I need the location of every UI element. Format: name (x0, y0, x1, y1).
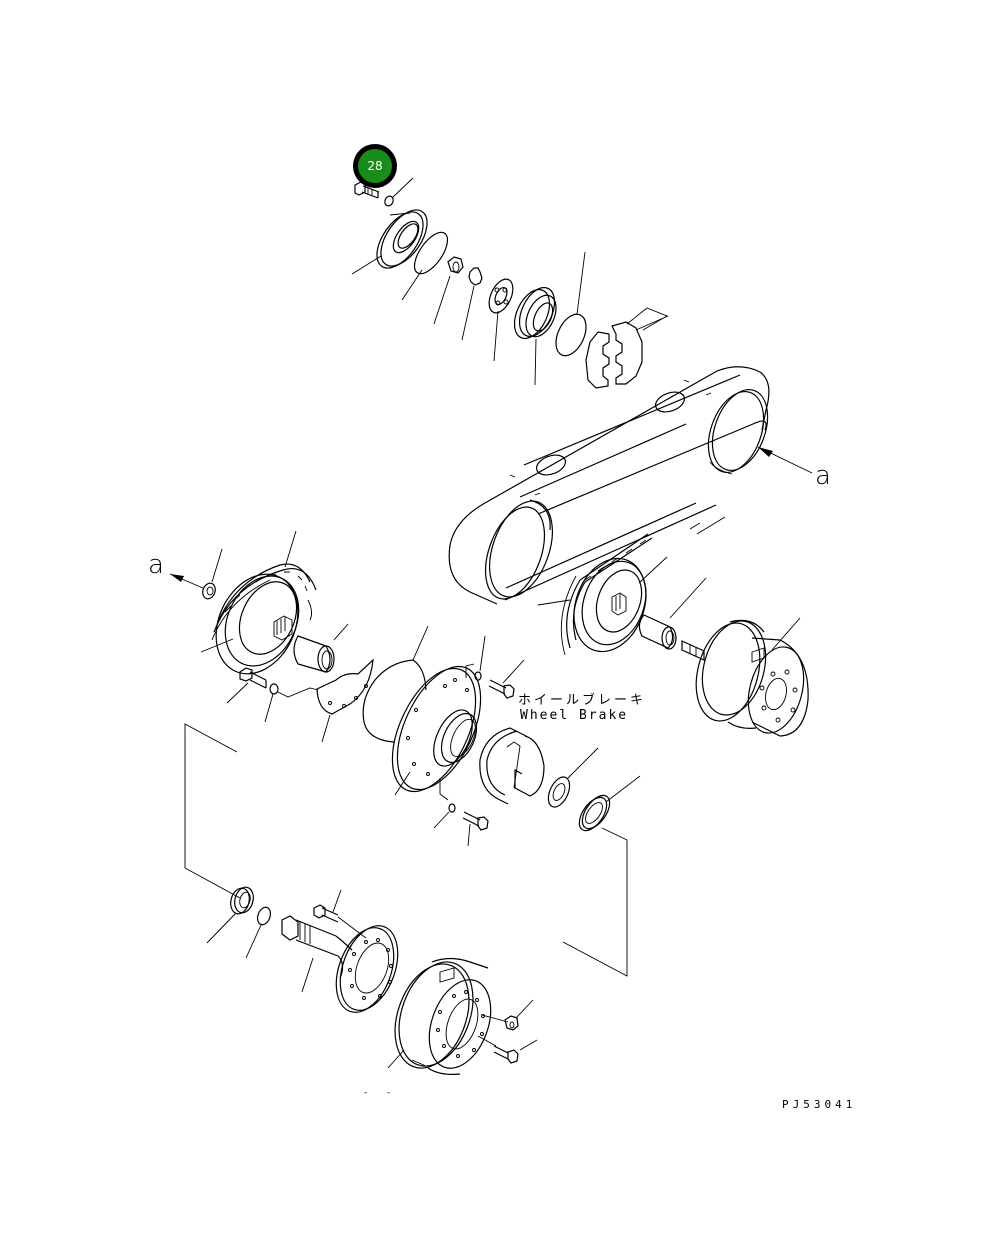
seal-lower-part[interactable] (207, 885, 256, 943)
bearing-cover-part[interactable] (352, 202, 436, 276)
axle-shaft-part[interactable] (282, 916, 408, 1020)
wheel-brake-label-jp: ホイールブレーキ (518, 693, 647, 708)
o-ring-part[interactable] (402, 227, 454, 300)
nut-lower-part[interactable] (505, 1000, 533, 1030)
seal-brake-part[interactable] (574, 776, 640, 835)
arrow-a-left (170, 574, 203, 588)
brake-drum-part[interactable] (382, 952, 508, 1079)
lock-washer-part[interactable] (462, 268, 482, 340)
o-ring-large-part[interactable] (550, 252, 592, 360)
bracket-left (185, 724, 240, 898)
bolt-drum-part[interactable] (494, 1040, 537, 1063)
sleeve-left-part[interactable] (294, 624, 348, 672)
sprocket-right-part[interactable] (562, 548, 667, 661)
washer-brake-lower-part[interactable] (434, 804, 455, 828)
bearing-brake-part[interactable] (544, 748, 598, 810)
bolt-left-part[interactable] (227, 668, 266, 703)
bolt-lower-part[interactable] (314, 890, 366, 938)
bolt-brake-lower-part[interactable] (463, 812, 488, 846)
bearing-cage-part[interactable] (507, 282, 562, 385)
wheel-brake-label-en: Wheel Brake (520, 708, 629, 723)
washer-brake-upper-part[interactable] (475, 636, 485, 680)
stray-marks: - - (363, 1088, 398, 1098)
hub-right-part[interactable] (682, 614, 813, 739)
chain-case-part[interactable] (449, 367, 778, 607)
washer-part[interactable] (383, 178, 413, 207)
o-ring-brake-part[interactable] (363, 626, 428, 742)
chain-left-part[interactable] (212, 531, 316, 640)
o-ring-lower-part[interactable] (246, 905, 273, 958)
brake-housing-part[interactable] (375, 654, 497, 804)
arrow-a-right (758, 447, 812, 473)
bearing-part[interactable] (484, 275, 517, 361)
drawing-code: PJ53041 (782, 1098, 857, 1111)
bracket-right (563, 828, 627, 976)
bolt-brake-upper-part[interactable] (489, 660, 524, 698)
brake-shoe-part[interactable] (480, 728, 544, 804)
sprocket-left-part[interactable] (201, 561, 314, 687)
reference-label-a-left: a (148, 550, 164, 580)
sleeve-right-part[interactable] (639, 578, 706, 649)
chain-right-part[interactable] (538, 534, 652, 655)
callout-badge-number: 28 (358, 149, 392, 183)
nut-left-part[interactable] (201, 549, 222, 601)
spacer-collar-part[interactable] (586, 308, 668, 388)
reference-label-a-right: a (815, 461, 831, 491)
callout-badge[interactable]: 28 (353, 144, 397, 188)
gasket-plate-part[interactable] (317, 660, 373, 742)
nut-part[interactable] (434, 257, 463, 324)
washer-left-part[interactable] (265, 684, 318, 722)
